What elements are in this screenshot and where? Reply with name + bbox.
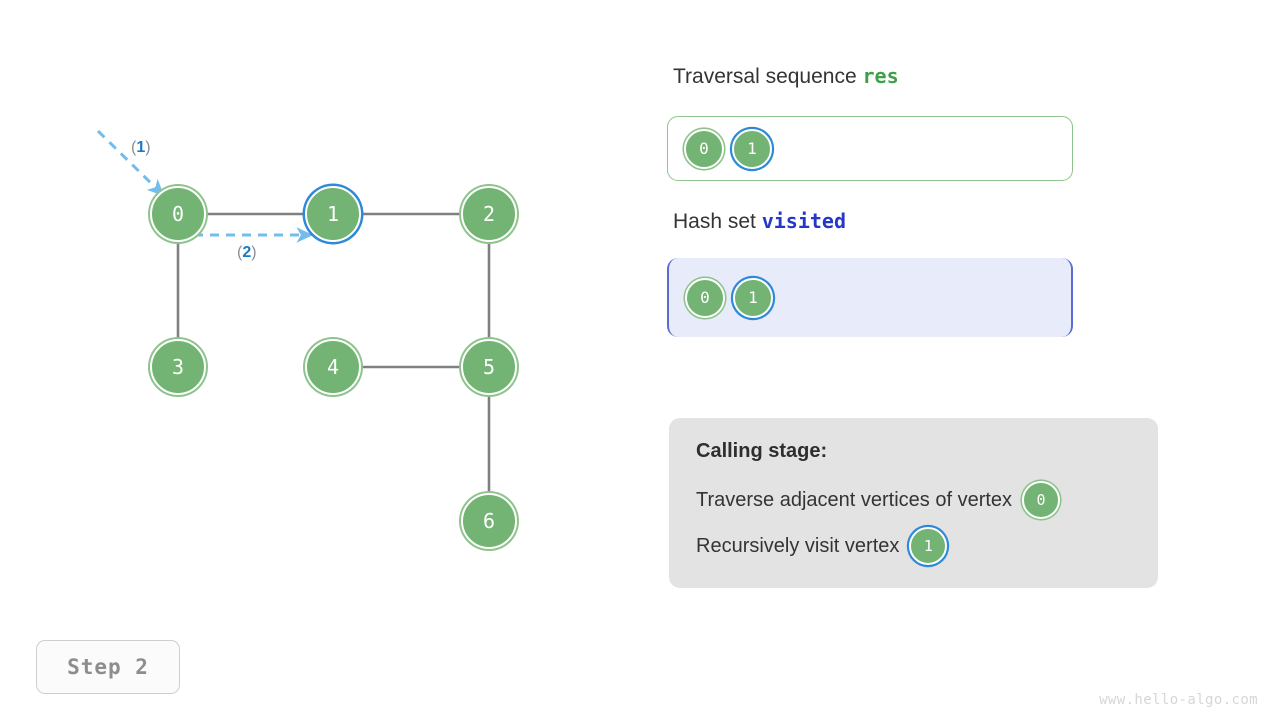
vertex-label: 6 xyxy=(482,509,496,533)
arrow-order-number: 1 xyxy=(136,139,146,156)
calling-stage-line-2-text: Recursively visit vertex xyxy=(696,534,900,557)
vertex-label: 4 xyxy=(326,355,340,379)
watermark-text: www.hello-algo.com xyxy=(1099,692,1258,708)
calling-stage-line-1-vertex[interactable]: 0 xyxy=(1022,481,1061,519)
visited-item-label: 0 xyxy=(700,287,710,307)
chip-label: 0 xyxy=(1036,490,1046,509)
paren-close: ) xyxy=(145,139,151,156)
paren-open: ( xyxy=(131,139,137,156)
visited-item-1[interactable]: 1 xyxy=(733,277,773,318)
vertex-label: 2 xyxy=(482,202,496,226)
paren-close: ) xyxy=(251,244,257,261)
calling-stage-line-1-text: Traverse adjacent vertices of vertex xyxy=(696,488,1013,511)
calling-stage-title: Calling stage: xyxy=(696,440,828,462)
graph-panel: 0 1 2 3 4 5 6 (1) (2) xyxy=(96,129,517,549)
visited-item-label: 1 xyxy=(748,287,758,307)
vertex-label: 1 xyxy=(326,202,340,226)
calling-stage-line-2-vertex[interactable]: 1 xyxy=(909,527,948,565)
watermark: www.hello-algo.com xyxy=(1099,692,1258,708)
visited-variable-name: visited xyxy=(761,209,847,233)
res-container: 0 1 xyxy=(667,116,1073,181)
vertex-label: 0 xyxy=(171,202,185,226)
calling-stage-line-2: Recursively visit vertex 1 xyxy=(696,527,1158,565)
calling-stage-panel: Calling stage: Traverse adjacent vertice… xyxy=(669,418,1158,588)
res-variable-name: res xyxy=(862,64,899,88)
paren-open: ( xyxy=(237,244,243,261)
graph-vertex-5[interactable]: 5 xyxy=(461,339,517,395)
vertex-label: 5 xyxy=(482,355,496,379)
visited-item-0[interactable]: 0 xyxy=(685,277,725,318)
graph-vertex-2[interactable]: 2 xyxy=(461,186,517,242)
visit-arrow-label: (2) xyxy=(237,244,257,262)
visited-container: 0 1 xyxy=(667,258,1073,337)
res-caption: Traversal sequence res xyxy=(673,64,899,89)
res-item-1[interactable]: 1 xyxy=(732,128,772,169)
entry-arrow xyxy=(96,129,165,197)
chip-label: 1 xyxy=(923,536,933,555)
graph-vertex-3[interactable]: 3 xyxy=(150,339,206,395)
calling-stage-line-1: Traverse adjacent vertices of vertex 0 xyxy=(696,481,1158,519)
res-caption-text: Traversal sequence xyxy=(673,65,863,88)
step-badge-label: Step 2 xyxy=(67,655,149,679)
arrow-order-number: 2 xyxy=(242,244,252,261)
res-item-label: 1 xyxy=(747,138,757,158)
graph-vertex-6[interactable]: 6 xyxy=(461,493,517,549)
visited-caption-text: Hash set xyxy=(673,210,762,233)
vertex-label: 3 xyxy=(171,355,185,379)
graph-vertex-1[interactable]: 1 xyxy=(305,186,361,242)
step-badge: Step 2 xyxy=(36,640,180,694)
res-item-0[interactable]: 0 xyxy=(684,128,724,169)
graph-vertex-4[interactable]: 4 xyxy=(305,339,361,395)
res-item-label: 0 xyxy=(699,138,709,158)
entry-arrow-label: (1) xyxy=(131,139,151,157)
visited-caption: Hash set visited xyxy=(673,209,846,234)
graph-edges-layer xyxy=(96,129,491,493)
graph-vertex-0[interactable]: 0 xyxy=(150,186,206,242)
